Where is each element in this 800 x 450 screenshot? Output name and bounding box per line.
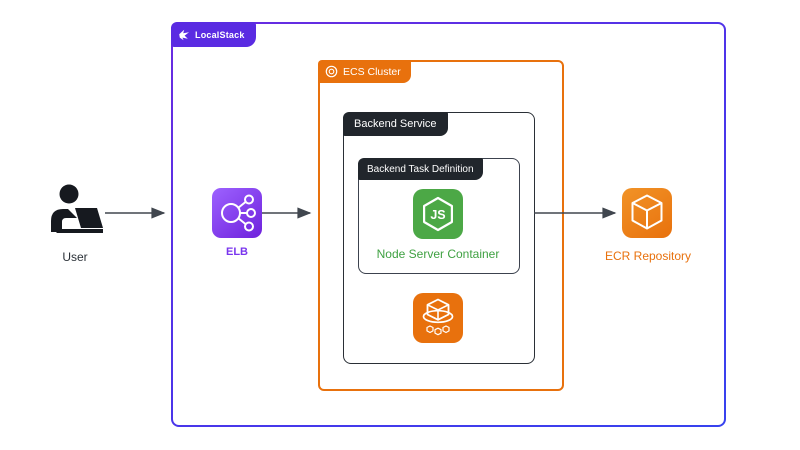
- localstack-tab: LocalStack: [171, 22, 256, 47]
- localstack-tab-label: LocalStack: [195, 29, 245, 40]
- node-server-container-label: Node Server Container: [376, 247, 500, 261]
- localstack-logo-icon: [179, 29, 189, 40]
- user-node-label: User: [62, 250, 88, 264]
- ecs-cluster-tab: ECS Cluster: [318, 60, 411, 83]
- ecr-repository-label: ECR Repository: [604, 249, 692, 263]
- task-definition-tab-label: Backend Task Definition: [367, 163, 474, 175]
- backend-service-tab: Backend Service: [343, 112, 448, 136]
- nodejs-icon-text: JS: [430, 208, 445, 222]
- ecs-service-card: [413, 293, 463, 343]
- task-definition-tab: Backend Task Definition: [358, 158, 483, 180]
- node-server-container-card: JS: [413, 189, 463, 239]
- load-balancer-icon: [221, 194, 256, 232]
- ecr-cube-icon: [631, 194, 663, 230]
- ecr-repository-card: [622, 188, 672, 238]
- nodejs-hexagon-icon: JS: [423, 196, 454, 232]
- ecs-cluster-tab-label: ECS Cluster: [343, 65, 401, 78]
- ecs-cluster-box: [318, 60, 564, 391]
- elb-card: [212, 188, 262, 238]
- person-at-laptop-icon: [51, 184, 103, 233]
- elb-label: ELB: [226, 246, 248, 258]
- backend-service-tab-label: Backend Service: [354, 118, 437, 130]
- cluster-ring-icon: [325, 65, 338, 78]
- ecs-cube-cluster-icon: [422, 298, 454, 336]
